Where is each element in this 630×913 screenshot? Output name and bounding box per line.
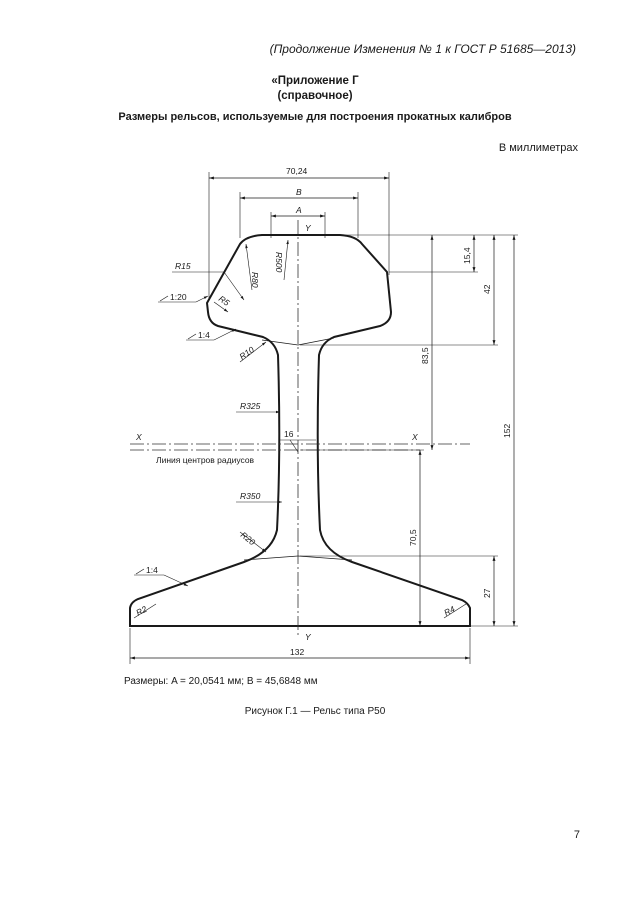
dim-web-width: 16	[284, 429, 294, 439]
radius-r350: R350	[240, 491, 261, 501]
dim-15-4: 15,4	[462, 247, 472, 264]
dim-27: 27	[482, 588, 492, 598]
radius-r2: R2	[134, 604, 149, 618]
dim-head-width: 70,24	[286, 166, 308, 176]
axis-y-top-label: Y	[305, 223, 312, 233]
radius-r15: R15	[175, 261, 191, 271]
radius-r10: R10	[237, 344, 256, 361]
appendix-heading: «Приложение Г (справочное)	[0, 74, 630, 104]
dim-70-5: 70,5	[408, 529, 418, 546]
radius-r4: R4	[442, 604, 457, 618]
slope-head: 1:20	[170, 292, 187, 302]
dim-83-5: 83,5	[420, 347, 430, 364]
radius-r325: R325	[240, 401, 261, 411]
radius-r80: R80	[250, 272, 260, 288]
radius-r20: R20	[239, 530, 258, 548]
axis-x-right-label: X	[411, 432, 418, 442]
page-number: 7	[573, 829, 580, 841]
dim-a-label: A	[295, 205, 302, 215]
appendix-title: «Приложение Г	[271, 75, 359, 87]
dim-152: 152	[502, 424, 512, 438]
dim-base-width: 132	[290, 647, 304, 657]
slope-neck: 1:4	[198, 330, 210, 340]
radius-r500: R500	[274, 252, 284, 273]
axis-y-bottom-label: Y	[305, 632, 312, 642]
sizes-note: Размеры: A = 20,0541 мм; B = 45,6848 мм	[124, 676, 318, 687]
dim-b-label: B	[296, 187, 302, 197]
figure-caption: Рисунок Г.1 — Рельс типа Р50	[244, 706, 386, 717]
dim-42: 42	[482, 284, 492, 294]
continuation-note: (Продолжение Изменения № 1 к ГОСТ Р 5168…	[269, 42, 576, 56]
centers-line-label: Линия центров радиусов	[156, 455, 255, 465]
axis-x-left-label: X	[135, 432, 142, 442]
slope-foot: 1:4	[146, 565, 158, 575]
rail-outline	[129, 234, 471, 627]
units-note: В миллиметрах	[498, 142, 578, 154]
appendix-subtitle: (справочное)	[277, 90, 353, 102]
section-title: Размеры рельсов, используемые для постро…	[118, 111, 512, 123]
